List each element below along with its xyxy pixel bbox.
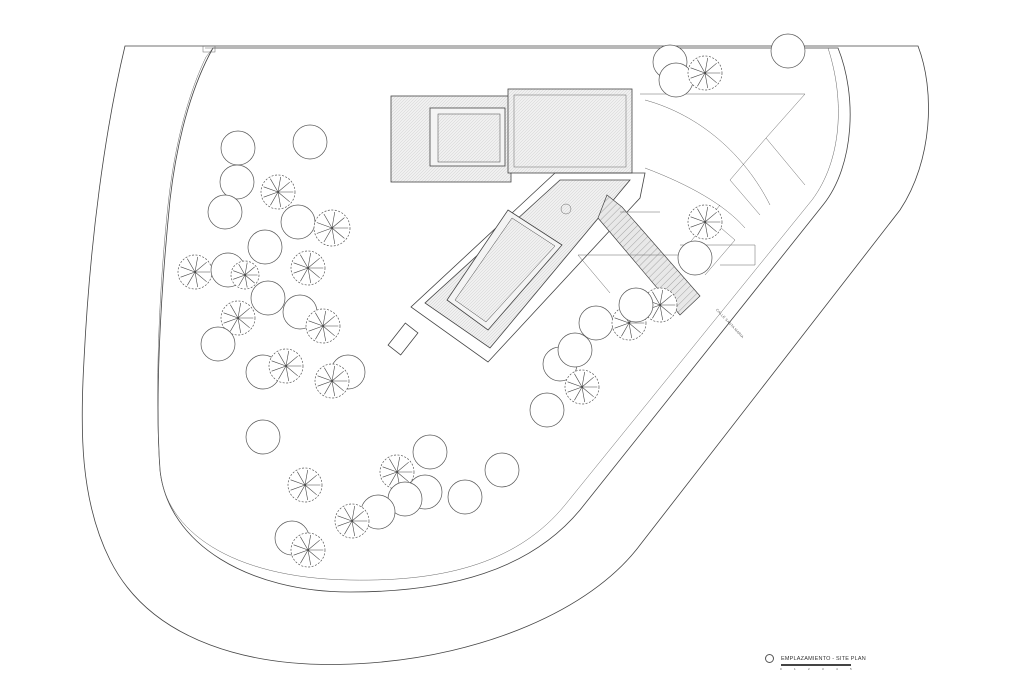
site-boundary [157, 47, 851, 593]
scale-tick: 2 [808, 667, 810, 671]
north-mark-icon [765, 654, 774, 663]
tree-symbol [177, 254, 213, 290]
tree-symbol [220, 130, 256, 166]
tree-symbol [484, 452, 520, 488]
driveway-curve-outer [644, 99, 771, 206]
scale-segment [795, 664, 809, 666]
tree-symbol [770, 33, 806, 69]
tree-symbol [314, 363, 350, 399]
tree-symbol [334, 503, 370, 539]
tree-symbol [219, 164, 255, 200]
drawing-title: EMPLAZAMIENTO - SITE PLAN [781, 656, 866, 662]
tree-symbol [564, 369, 600, 405]
tree-symbol [245, 419, 281, 455]
skylight-slats [437, 113, 501, 163]
tree-symbol [250, 280, 286, 316]
tree-symbol [658, 62, 694, 98]
gate-post [202, 45, 216, 53]
pool-drain [560, 203, 572, 215]
tree-symbol [220, 300, 256, 336]
outer-street-line [81, 45, 929, 665]
tree-symbol [447, 479, 483, 515]
tree-symbol [290, 532, 326, 568]
diagonal-wing-outline [410, 172, 646, 363]
driveway-edge [640, 93, 806, 186]
tree-symbol [280, 204, 316, 240]
tree-symbol [230, 260, 260, 290]
scale-bar: 0 1 2 3 4 5 [780, 664, 852, 671]
tree-symbol [379, 454, 415, 490]
main-block-roof [507, 88, 633, 174]
title-block: EMPLAZAMIENTO - SITE PLAN 0 1 2 3 4 5 [765, 654, 875, 678]
tree-symbol [687, 55, 723, 91]
tree-symbol [200, 326, 236, 362]
site-boundary-inner [157, 47, 839, 581]
trees [177, 33, 806, 568]
main-block-frame [513, 94, 627, 168]
tree-symbol [412, 434, 448, 470]
tree-symbol [677, 240, 713, 276]
scale-tick: 5 [850, 667, 852, 671]
scale-tick: 1 [794, 667, 796, 671]
tree-symbol [687, 204, 723, 240]
scale-tick: 3 [822, 667, 824, 671]
tree-symbol [207, 194, 243, 230]
pool-water [454, 217, 556, 323]
tree-symbol [578, 305, 614, 341]
scale-segment [837, 664, 851, 666]
tree-symbol [529, 392, 565, 428]
scale-tick: 0 [780, 667, 782, 671]
tree-symbol [247, 229, 283, 265]
tree-symbol [313, 209, 351, 247]
tree-symbol [290, 250, 326, 286]
annex-box [387, 322, 419, 356]
tree-symbol [260, 174, 296, 210]
scale-segment [781, 664, 795, 666]
scale-segment [823, 664, 837, 666]
scale-tick: 4 [836, 667, 838, 671]
driveway-curve-inner [644, 167, 746, 229]
tree-symbol [557, 332, 593, 368]
scale-segment [809, 664, 823, 666]
tree-symbol [305, 308, 341, 344]
tree-symbol [268, 348, 304, 384]
tree-symbol [287, 467, 323, 503]
tree-symbol [618, 287, 654, 323]
tree-symbol [292, 124, 328, 160]
